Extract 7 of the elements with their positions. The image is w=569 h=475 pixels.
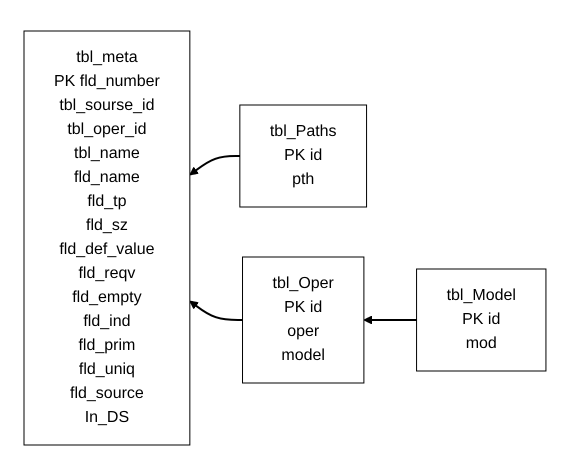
arrow [188, 300, 242, 320]
node-box: tbl_meta PK fld_number tbl_sourse_id tbl_oper_id tbl_name fld_name fld_tp fld_sz fld_def_value fld_reqv fld_empty fld_ind fld_prim fld_uniq fld_source In_DS [23, 30, 190, 445]
arrow [188, 154, 240, 175]
node-box: tbl_Model PK id mod [416, 268, 546, 371]
node-box: tbl_Paths PK id pth [238, 104, 367, 207]
node-box: tbl_Oper PK id oper model [242, 256, 364, 383]
arrow [363, 315, 416, 324]
